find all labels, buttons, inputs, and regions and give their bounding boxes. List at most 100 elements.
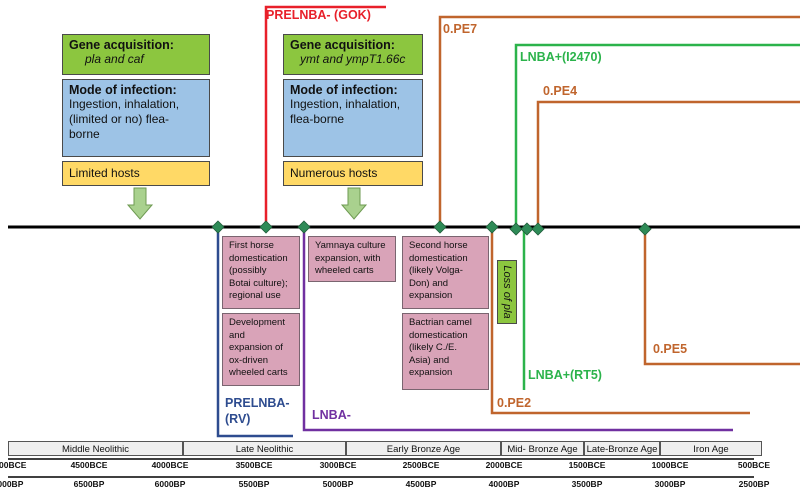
lineage-pe2-label: 0.PE2 (497, 396, 532, 410)
bce-tick-label: 1500BCE (568, 460, 606, 470)
event-line: (possibly (229, 265, 267, 276)
event-line: Asia) and (409, 354, 450, 366)
event-line: expansion of (229, 342, 283, 353)
lineage-prelnba-rv-label-1: PRELNBA- (225, 396, 290, 410)
bce-tick-label: 3000BCE (319, 460, 357, 470)
node-diamond (211, 220, 225, 234)
lineage-pe4-line (536, 100, 800, 227)
period-mid-bronze-age: Mid- Bronze Age (501, 441, 584, 456)
left-mode-infection-box: Mode of infection: Ingestion, inhalation… (62, 79, 210, 157)
period-early-bronze-age: Early Bronze Age (346, 441, 501, 456)
right-hosts-label: Numerous hosts (290, 166, 378, 180)
period-late-neolithic: Late Neolithic (183, 441, 346, 456)
event-line: domestication (409, 252, 468, 264)
lineage-pe7-line (438, 15, 800, 227)
bp-tick-label: 5000BP (322, 479, 354, 489)
loss-of-pla-label: Loss of pla (501, 265, 513, 319)
event-line: Yamnaya culture (315, 240, 386, 251)
event-ox-driven-carts: Development and expansion of ox-driven w… (222, 313, 300, 386)
bp-tick-label: 3500BP (571, 479, 603, 489)
period-late-bronze-age: Late-Bronze Age (584, 441, 660, 456)
bp-tick-label: 6500BP (73, 479, 105, 489)
bce-tick-label: 4000BCE (151, 460, 189, 470)
left-mode-line: Ingestion, inhalation, (69, 97, 180, 111)
lineage-pe2-line (490, 230, 750, 415)
lineage-prelnba-gok-label: PRELNBA- (GOK) (266, 8, 371, 22)
bce-tick-label: 1000BCE (651, 460, 689, 470)
lineage-pe4-label: 0.PE4 (543, 84, 578, 98)
bp-tick-label: 2500BP (738, 479, 770, 489)
lineage-lnba-rt5-label: LNBA+(RT5) (528, 368, 602, 382)
event-line: wheeled carts (315, 265, 374, 276)
right-mode-line: flea-borne (290, 112, 345, 126)
event-line: (likely C./E. (409, 342, 458, 353)
lineage-pe7-label: 0.PE7 (443, 22, 478, 36)
node-diamond (259, 220, 273, 234)
event-line: expansion (409, 367, 453, 378)
period-iron-age: Iron Age (660, 441, 762, 456)
left-mode-line: borne (69, 127, 100, 141)
event-second-horse-domestication: Second horse domestication (likely Volga… (402, 236, 489, 309)
right-gene-title: Gene acquisition: (290, 38, 395, 52)
lineage-pe5-line (643, 230, 800, 366)
left-gene-value: pla and caf (85, 52, 144, 66)
down-arrow-right (340, 187, 368, 220)
diamond-nodes (211, 220, 652, 236)
event-line: First horse (229, 240, 274, 251)
event-line: Don) and (409, 277, 449, 289)
left-mode-title: Mode of infection: (69, 83, 177, 97)
right-gene-acquisition-box: Gene acquisition: ymt and ympT1.66c (283, 34, 423, 75)
bp-tick-label: 4000BP (488, 479, 520, 489)
left-mode-line: (limited or no) flea- (69, 112, 170, 126)
lineage-lnba-minus-line (302, 230, 733, 432)
node-diamond (485, 220, 499, 234)
bce-tick-label: 3500BCE (235, 460, 273, 470)
lineage-prelnba-rv-label-2: (RV) (225, 412, 251, 426)
event-yamnaya-expansion: Yamnaya culture expansion, with wheeled … (308, 236, 396, 282)
down-arrow-left (126, 187, 154, 220)
node-diamond (520, 222, 534, 236)
bp-tick-label: 3000BP (654, 479, 686, 489)
event-line: Bactrian camel (409, 317, 472, 328)
bp-tick-label: 6000BP (154, 479, 186, 489)
lineage-prelnba-gok-line (264, 5, 386, 227)
node-diamond (638, 222, 652, 236)
lineage-lnba-i2470-label: LNBA+(I2470) (520, 50, 602, 64)
node-diamond (297, 220, 311, 234)
left-hosts-box: Limited hosts (62, 161, 210, 186)
event-bactrian-camel-domestication: Bactrian camel domestication (likely C./… (402, 313, 489, 390)
lineage-pe5-label: 0.PE5 (653, 342, 688, 356)
lineage-lnba-i2470-line (514, 43, 800, 230)
right-mode-line: Ingestion, inhalation, (290, 97, 401, 111)
bce-tick-label: 500BCE (737, 460, 771, 470)
node-diamond (509, 222, 523, 236)
event-line: ox-driven (229, 354, 269, 366)
loss-of-pla-box: Loss of pla (497, 260, 517, 324)
event-line: domestication (409, 329, 468, 341)
right-mode-title: Mode of infection: (290, 83, 398, 97)
bce-tick-label: 4500BCE (70, 460, 108, 470)
period-middle-neolithic: Middle Neolithic (8, 441, 183, 456)
event-line: and (229, 329, 245, 341)
bp-tick-label: 4500BP (405, 479, 437, 489)
bce-tick-label: 5000BCE (0, 460, 27, 470)
bce-tick-label: 2500BCE (402, 460, 440, 470)
event-first-horse-domestication: First horse domestication (possibly Bota… (222, 236, 300, 309)
event-line: Second horse (409, 240, 468, 251)
bce-tick-label: 2000BCE (485, 460, 523, 470)
event-line: wheeled carts (229, 367, 288, 378)
left-hosts-label: Limited hosts (69, 166, 140, 180)
node-diamond (433, 220, 447, 234)
left-gene-title: Gene acquisition: (69, 38, 174, 52)
event-line: regional use (229, 290, 281, 301)
right-mode-infection-box: Mode of infection: Ingestion, inhalation… (283, 79, 423, 157)
event-line: expansion (409, 290, 453, 301)
lineage-prelnba-rv-line (216, 230, 293, 438)
bp-tick-label: 5500BP (238, 479, 270, 489)
event-line: (likely Volga- (409, 265, 463, 276)
left-gene-acquisition-box: Gene acquisition: pla and caf (62, 34, 210, 75)
node-diamond (531, 222, 545, 236)
event-line: domestication (229, 252, 288, 264)
